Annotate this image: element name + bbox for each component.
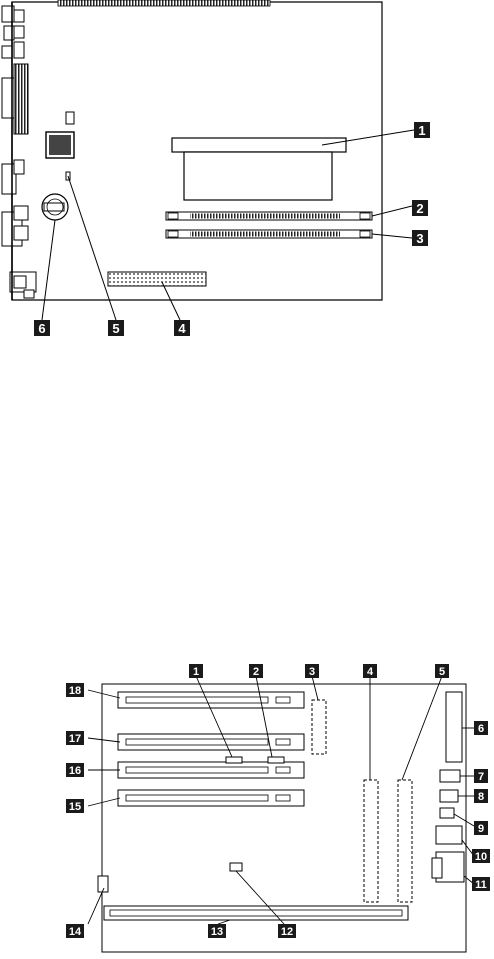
svg-text:1: 1	[418, 123, 425, 138]
svg-text:6: 6	[38, 321, 45, 336]
chipset	[46, 132, 74, 158]
callout-bottom-4: 4	[363, 664, 377, 678]
svg-text:8: 8	[478, 791, 484, 803]
jumper-top-small	[66, 112, 74, 124]
svg-text:4: 4	[178, 321, 186, 336]
callout-top-1: 1	[414, 122, 430, 138]
svg-text:3: 3	[416, 231, 423, 246]
svg-text:10: 10	[475, 851, 487, 863]
connector-9	[440, 808, 454, 818]
connector-3	[312, 700, 326, 754]
top-edge-connector	[58, 0, 270, 6]
callout-bottom-9: 9	[474, 821, 488, 835]
ide-connector	[108, 272, 206, 286]
isa-slot-13	[104, 906, 408, 920]
pci-slot-16	[118, 762, 304, 778]
svg-text:2: 2	[253, 666, 259, 678]
connector-10	[436, 826, 462, 844]
memory-slot-1	[166, 212, 372, 220]
svg-text:18: 18	[69, 685, 81, 697]
callout-bottom-15: 15	[66, 799, 84, 813]
callout-top-2: 2	[412, 200, 428, 216]
battery	[42, 194, 68, 220]
right-edge-connectors	[432, 770, 464, 882]
callout-bottom-12: 12	[278, 924, 296, 938]
callout-top-4: 4	[174, 320, 190, 336]
processor-socket	[172, 138, 346, 200]
pci-slot-18	[118, 692, 304, 708]
svg-text:13: 13	[211, 926, 223, 938]
callout-bottom-14: 14	[66, 924, 84, 938]
jumper-bottom-2	[268, 757, 284, 763]
callout-bottom-1: 1	[189, 664, 203, 678]
callout-bottom-16: 16	[66, 763, 84, 777]
svg-text:15: 15	[69, 801, 81, 813]
memory-slot-2	[166, 230, 372, 238]
connector-7	[440, 770, 460, 782]
callout-top-5: 5	[108, 320, 124, 336]
jumper-bottom-1	[226, 757, 242, 763]
connector-6	[446, 692, 462, 762]
svg-text:9: 9	[478, 823, 484, 835]
svg-text:17: 17	[69, 733, 81, 745]
callout-top-6: 6	[34, 320, 50, 336]
callout-bottom-8: 8	[474, 789, 488, 803]
callout-bottom-13: 13	[208, 924, 226, 938]
svg-text:2: 2	[416, 201, 423, 216]
callout-bottom-17: 17	[66, 731, 84, 745]
svg-text:14: 14	[69, 926, 82, 938]
rear-io-connectors	[2, 6, 36, 298]
callout-bottom-18: 18	[66, 683, 84, 697]
svg-text:6: 6	[478, 723, 484, 735]
pci-slot-17	[118, 734, 304, 750]
svg-text:5: 5	[112, 321, 119, 336]
connector-5	[398, 780, 412, 902]
callout-bottom-7: 7	[474, 769, 488, 783]
top-motherboard-diagram: 1 2 3 4 5 6	[2, 0, 430, 336]
svg-text:1: 1	[193, 666, 199, 678]
callout-bottom-5: 5	[435, 664, 449, 678]
callout-bottom-6: 6	[474, 721, 488, 735]
svg-text:16: 16	[69, 765, 81, 777]
svg-text:5: 5	[439, 666, 445, 678]
connector-8	[440, 790, 458, 802]
connector-4	[364, 780, 378, 902]
svg-text:11: 11	[475, 879, 487, 891]
svg-text:7: 7	[478, 771, 484, 783]
callout-top-3: 3	[412, 230, 428, 246]
svg-text:3: 3	[309, 666, 315, 678]
callout-bottom-2: 2	[249, 664, 263, 678]
callout-bottom-11: 11	[472, 877, 490, 891]
bottom-motherboard-diagram: 1 2 3 4 5 6 7 8	[66, 664, 490, 952]
svg-text:12: 12	[281, 926, 293, 938]
connector-12	[230, 863, 242, 871]
callout-bottom-10: 10	[472, 849, 490, 863]
callout-bottom-3: 3	[305, 664, 319, 678]
svg-text:4: 4	[367, 666, 374, 678]
pci-slot-15	[118, 790, 304, 806]
